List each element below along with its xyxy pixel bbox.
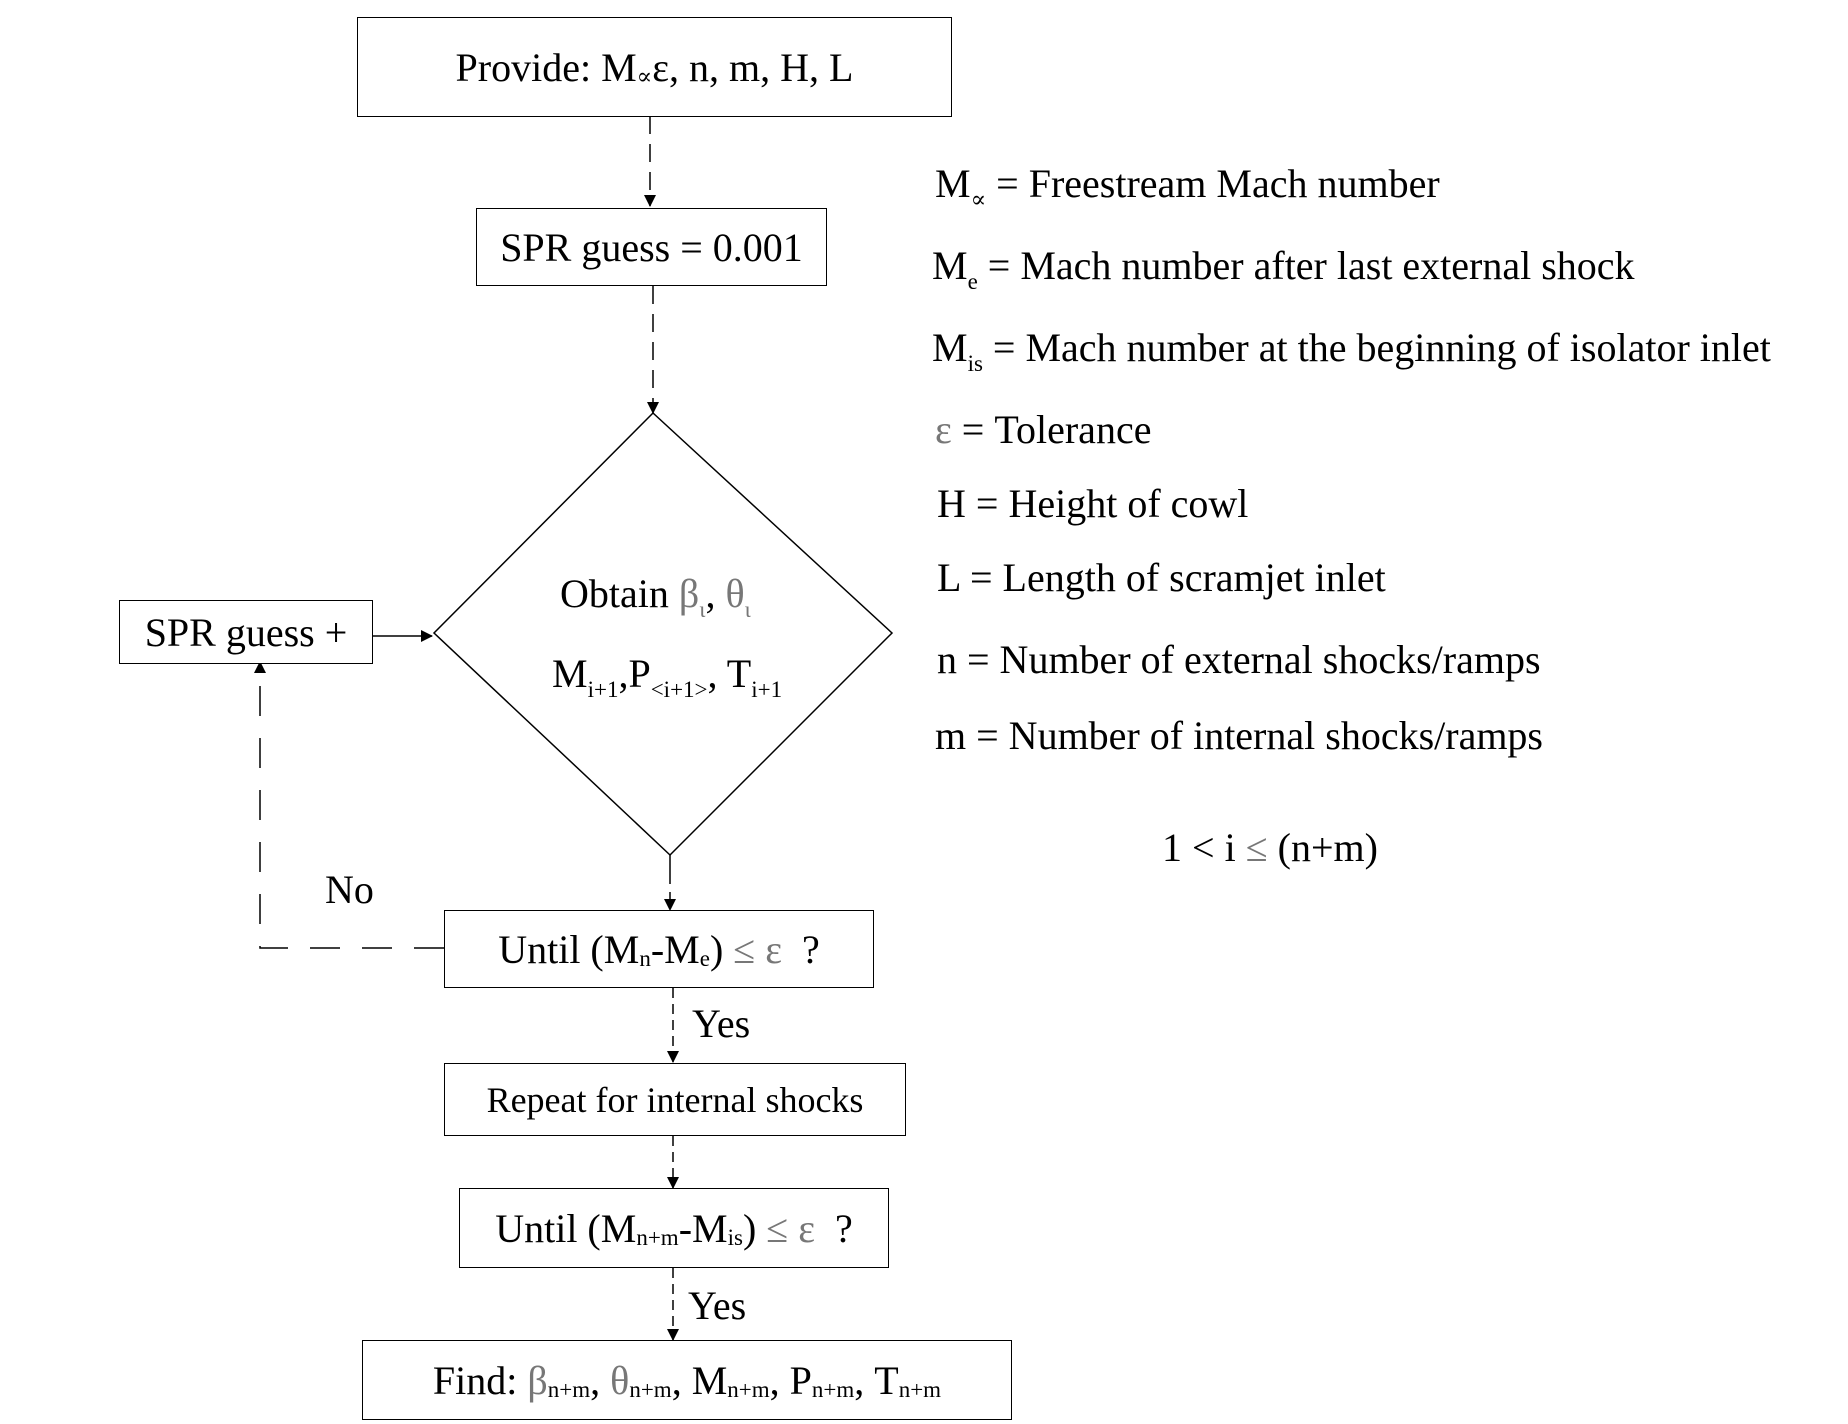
legend-text: = Height of cowl (965, 481, 1249, 526)
spr-plus-label: SPR guess + (144, 609, 348, 655)
provide-box: Provide: M∝ε, n, m, H, L (357, 17, 952, 117)
find-sep-2: , (671, 1357, 682, 1403)
p-symbol: ,P (618, 651, 651, 696)
until1-b-sub: e (699, 946, 710, 971)
decision-line-1: Obtain βι, θι (560, 570, 751, 622)
legend-symbol: M (932, 243, 968, 288)
find-p-sub: n+m (811, 1377, 855, 1402)
legend-sub: e (967, 269, 978, 294)
legend-text: = Tolerance (951, 407, 1152, 452)
until1-b: -M (650, 926, 700, 972)
legend-text: = Number of internal shocks/ramps (966, 713, 1543, 758)
legend-text: = Number of external shocks/ramps (957, 637, 1541, 682)
legend-text: = Mach number at the beginning of isolat… (982, 325, 1771, 370)
arrow-no-loop (254, 661, 444, 949)
find-theta: θ (610, 1357, 630, 1403)
decision-comma: , (705, 571, 716, 616)
decision-diamond (432, 411, 894, 857)
provide-rest: ε, n, m, H, L (652, 44, 854, 90)
until2-leq: ≤ (766, 1205, 789, 1251)
legend-symbol: H (937, 481, 966, 526)
until2-a-sub: n+m (636, 1225, 679, 1250)
legend-item: ε = Tolerance (935, 406, 1151, 453)
legend-symbol: M (935, 161, 971, 206)
range-b: (n+m) (1277, 825, 1378, 870)
repeat-label: Repeat for internal shocks (486, 1079, 864, 1120)
t-symbol: , T (707, 651, 752, 696)
find-beta-sub: n+m (547, 1377, 591, 1402)
find-label: Find: (432, 1357, 518, 1403)
index-range: 1 < i ≤ (n+m) (1162, 824, 1378, 871)
until2-c: ) (742, 1205, 757, 1251)
legend-symbol: ε (935, 407, 952, 452)
range-leq: ≤ (1245, 825, 1268, 870)
until2-eps: ε (798, 1205, 816, 1251)
p-sub: <i+1> (650, 677, 708, 702)
beta-symbol: β (678, 571, 700, 616)
legend-item: m = Number of internal shocks/ramps (935, 712, 1543, 759)
legend-sub: ∝ (970, 187, 987, 212)
range-i: i (1224, 825, 1236, 870)
yes-label-2: Yes (688, 1283, 747, 1328)
find-sep-1: , (590, 1357, 601, 1403)
until2-b-sub: is (727, 1225, 743, 1250)
decision-line-2: Mi+1,P<i+1>, Ti+1 (552, 650, 782, 702)
range-lt: < (1192, 825, 1215, 870)
no-label: No (325, 867, 374, 912)
spr-plus-box: SPR guess + (119, 600, 373, 664)
until1-c: ) (709, 926, 724, 972)
legend-symbol: m (935, 713, 967, 758)
theta-symbol: θ (725, 571, 745, 616)
find-t-sub: n+m (898, 1377, 942, 1402)
legend-sub: is (967, 351, 983, 376)
t-sub: i+1 (751, 677, 783, 702)
find-sep-3: , (769, 1357, 780, 1403)
find-theta-sub: n+m (629, 1377, 672, 1402)
until1-eps: ε (765, 926, 783, 972)
legend-item: n = Number of external shocks/ramps (937, 636, 1541, 683)
legend-item: Mis = Mach number at the beginning of is… (932, 324, 1771, 376)
find-beta: β (527, 1357, 548, 1403)
legend-item: H = Height of cowl (937, 480, 1248, 527)
find-t: T (874, 1357, 899, 1403)
provide-sub: ∝ (636, 64, 653, 89)
m-sub: i+1 (587, 677, 619, 702)
m-symbol: M (552, 651, 588, 696)
provide-label: Provide: M (455, 44, 637, 90)
theta-sub: ι (744, 597, 751, 622)
legend-text: = Length of scramjet inlet (959, 555, 1386, 600)
until2-a: Until (M (495, 1205, 637, 1251)
yes-label-1: Yes (692, 1001, 751, 1046)
legend-item: Me = Mach number after last external sho… (932, 242, 1635, 294)
legend-text: = Freestream Mach number (986, 161, 1440, 206)
repeat-box: Repeat for internal shocks (444, 1063, 906, 1136)
until2-b: -M (678, 1205, 728, 1251)
until2-q: ? (835, 1205, 853, 1251)
legend-symbol: n (937, 637, 957, 682)
until1-q: ? (802, 926, 820, 972)
until1-leq: ≤ (733, 926, 756, 972)
spr-guess-label: SPR guess = 0.001 (500, 224, 803, 270)
legend-symbol: L (937, 555, 960, 600)
spr-guess-box: SPR guess = 0.001 (476, 208, 827, 286)
beta-sub: ι (699, 597, 706, 622)
obtain-label: Obtain (560, 571, 669, 616)
find-m: M (691, 1357, 728, 1403)
find-m-sub: n+m (727, 1377, 770, 1402)
find-sep-4: , (854, 1357, 865, 1403)
find-p: P (789, 1357, 812, 1403)
until1-a: Until (M (498, 926, 640, 972)
until1-a-sub: n (639, 946, 651, 971)
legend-item: L = Length of scramjet inlet (937, 554, 1386, 601)
legend-text: = Mach number after last external shock (977, 243, 1635, 288)
legend-item: M∝ = Freestream Mach number (935, 160, 1440, 212)
range-a: 1 (1162, 825, 1182, 870)
legend-symbol: M (932, 325, 968, 370)
